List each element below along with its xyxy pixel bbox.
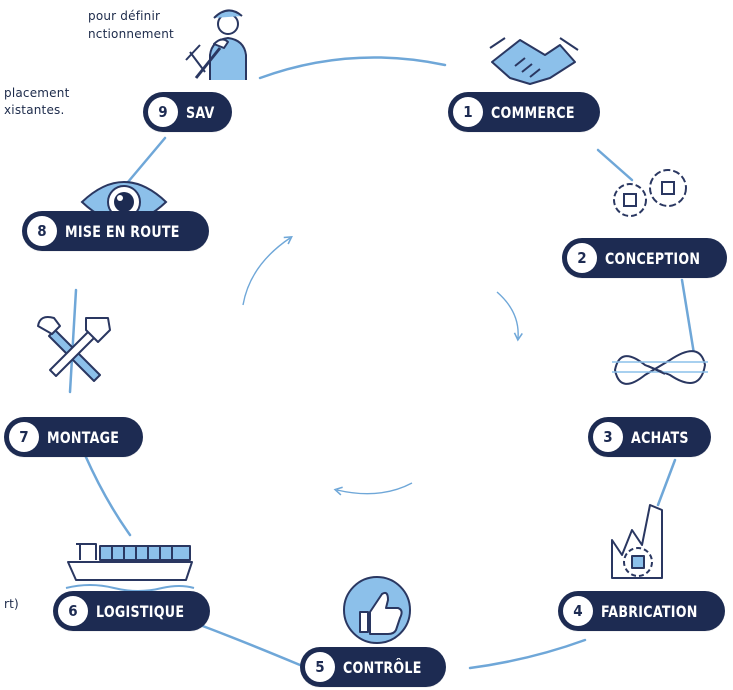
step-number: 2	[567, 243, 597, 273]
connector-5-6	[198, 623, 302, 667]
step-number: 4	[563, 596, 593, 626]
step-label: CONCEPTION	[605, 248, 701, 268]
hammer-wrench-icon	[37, 316, 111, 382]
step-commerce: 1 COMMERCE	[448, 92, 601, 132]
handshake-icon	[489, 37, 579, 85]
step-mise-en-route: 8 MISE EN ROUTE	[22, 211, 210, 251]
connector-1-2	[596, 148, 634, 182]
left-text-line: pour définir	[88, 9, 161, 23]
gears-icon	[613, 169, 687, 217]
container-ship-icon	[65, 543, 195, 592]
step-label: LOGISTIQUE	[96, 601, 185, 621]
step-label: MONTAGE	[47, 427, 120, 447]
step-label: FABRICATION	[601, 601, 698, 621]
step-number: 3	[593, 422, 623, 452]
thumbs-up-icon	[343, 576, 411, 644]
step-number: 1	[453, 97, 483, 127]
step-number: 8	[27, 216, 57, 246]
step-montage: 7 MONTAGE	[4, 417, 144, 457]
infinity-handshake-icon	[612, 350, 708, 385]
inner-arrow-bottom	[333, 482, 413, 496]
step-number: 9	[148, 97, 178, 127]
connector-7-8	[68, 288, 78, 394]
step-label: ACHATS	[631, 427, 689, 447]
step-label: CONTRÔLE	[343, 657, 422, 677]
inner-arrow-right	[496, 291, 523, 342]
cycle-connectors	[68, 56, 697, 670]
inner-cycle-arrows	[242, 236, 523, 496]
inner-arrow-top-left	[242, 236, 293, 306]
connector-9-1	[258, 56, 447, 80]
step-number: 6	[58, 596, 88, 626]
connector-8-9	[126, 136, 167, 184]
left-text-line: nctionnement	[88, 27, 174, 41]
left-text-line: rt)	[4, 597, 19, 611]
connector-6-7	[83, 453, 132, 537]
factory-gear-icon	[611, 504, 663, 579]
connector-3-4	[656, 458, 677, 507]
step-label: SAV	[186, 102, 215, 122]
step-conception: 2 CONCEPTION	[562, 238, 728, 278]
step-number: 5	[305, 652, 335, 682]
step-label: COMMERCE	[491, 102, 575, 122]
connector-2-3	[680, 278, 697, 362]
connector-4-5	[468, 638, 587, 670]
step-label: MISE EN ROUTE	[65, 221, 180, 241]
step-achats: 3 ACHATS	[588, 417, 711, 457]
step-sav: 9 SAV	[143, 92, 233, 132]
technician-icon	[185, 9, 247, 80]
step-controle: 5 CONTRÔLE	[300, 647, 447, 687]
step-number: 7	[9, 422, 39, 452]
left-text-line: placement	[4, 86, 70, 100]
left-text-line: xistantes.	[4, 103, 65, 117]
step-fabrication: 4 FABRICATION	[558, 591, 725, 631]
step-logistique: 6 LOGISTIQUE	[53, 591, 211, 631]
